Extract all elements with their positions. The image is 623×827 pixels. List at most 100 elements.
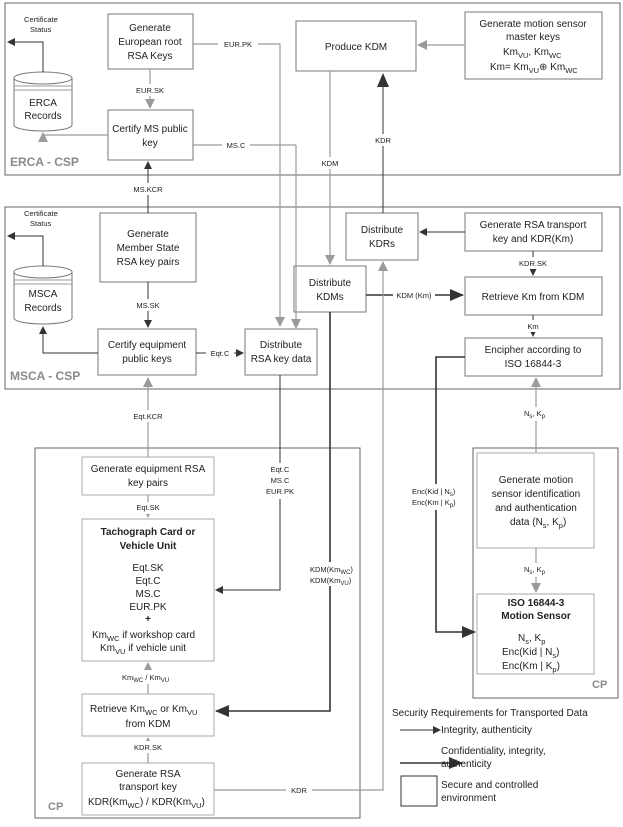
svg-text:ISO 16844-3: ISO 16844-3	[505, 359, 562, 370]
msca-records-database: MSCA Records	[13, 265, 73, 325]
distribute-kdrs-box: Distribute KDRs	[345, 212, 419, 261]
svg-text:Eqt.SK: Eqt.SK	[132, 563, 163, 574]
eur-pk-arrow	[193, 43, 285, 327]
encipher-iso-box: Encipher according to ISO 16844-3	[464, 337, 603, 377]
legend-secure-2: environment	[441, 793, 496, 804]
svg-text:Generate RSA: Generate RSA	[115, 769, 180, 780]
svg-text:Ns, Kp: Ns, Kp	[524, 565, 546, 576]
kdr-sk-2-label: KDR.SK	[134, 743, 162, 752]
legend-title: Security Requirements for Transported Da…	[392, 708, 588, 719]
generate-rsa-transport-key-box: Generate RSA transport key KDR(KmWC) / K…	[81, 762, 215, 816]
svg-text:KDM(KmWC): KDM(KmWC)	[310, 565, 353, 576]
rsa-data-label-1: Eqt.C	[271, 465, 290, 474]
eqt-sk-label: Eqt.SK	[136, 503, 159, 512]
svg-text:Certify MS public: Certify MS public	[112, 124, 188, 135]
svg-text:master keys: master keys	[506, 32, 560, 43]
svg-text:Eqt.C: Eqt.C	[135, 576, 160, 587]
svg-text:Retrieve Km from KDM: Retrieve Km from KDM	[482, 292, 585, 303]
svg-text:Enc(Km | Kp): Enc(Km | Kp)	[412, 498, 456, 509]
cp-card-label: CP	[48, 801, 63, 813]
kdr-label: KDR	[375, 136, 391, 145]
svg-text:Generate motion: Generate motion	[499, 475, 574, 486]
cert-status-label-2a: Certificate	[24, 209, 58, 218]
svg-text:KmVU, KmWC: KmVU, KmWC	[503, 47, 562, 60]
generate-member-state-rsa-box: Generate Member State RSA key pairs	[99, 212, 197, 283]
svg-text:transport key: transport key	[119, 782, 177, 793]
cert-status-label-1b: Status	[30, 25, 52, 34]
svg-text:RSA Keys: RSA Keys	[127, 51, 172, 62]
cert-status-label-2b: Status	[30, 219, 52, 228]
svg-text:key and KDR(Km): key and KDR(Km)	[493, 234, 574, 245]
svg-text:KDR(KmWC) / KDR(KmVU): KDR(KmWC) / KDR(KmVU)	[88, 797, 205, 810]
svg-text:European root: European root	[118, 37, 182, 48]
kdr-bottom-label: KDR	[291, 786, 307, 795]
eqt-c-label: Eqt.C	[211, 349, 230, 358]
erca-records-label-1: ERCA	[29, 98, 57, 109]
svg-text:KmWC / KmVU: KmWC / KmVU	[122, 673, 169, 684]
svg-text:Encipher according to: Encipher according to	[485, 345, 582, 356]
svg-text:Tachograph Card or: Tachograph Card or	[101, 527, 196, 538]
svg-text:Distribute: Distribute	[361, 225, 404, 236]
svg-text:KmVU if vehicle unit: KmVU if vehicle unit	[100, 643, 186, 656]
svg-text:Enc(Kid | Ns): Enc(Kid | Ns)	[412, 487, 456, 498]
svg-text:Generate equipment RSA: Generate equipment RSA	[91, 464, 206, 475]
svg-text:Vehicle Unit: Vehicle Unit	[120, 541, 177, 552]
cp-sensor-zone	[472, 447, 619, 699]
svg-text:KDM(KmVU): KDM(KmVU)	[310, 576, 352, 587]
kdm-km-label: KDM (Km)	[397, 291, 432, 300]
svg-text:key: key	[142, 138, 158, 149]
svg-text:Produce KDM: Produce KDM	[325, 42, 387, 53]
svg-text:Motion Sensor: Motion Sensor	[501, 611, 571, 622]
svg-text:Generate RSA transport: Generate RSA transport	[480, 220, 587, 231]
erca-csp-zone	[4, 2, 621, 176]
msca-csp-zone	[4, 206, 621, 390]
svg-text:data (Ns, Kp): data (Ns, Kp)	[510, 517, 566, 530]
msca-records-label-2: Records	[24, 303, 61, 314]
kdm-kmwc-arrow	[215, 312, 331, 717]
cp-sensor-label: CP	[592, 679, 607, 691]
eqt-kcr-label: Eqt.KCR	[133, 412, 163, 421]
generate-rsa-transport-kdr-box: Generate RSA transport key and KDR(Km)	[464, 212, 603, 252]
rsa-data-to-tacho-arrow	[215, 375, 281, 594]
generate-motion-sensor-id-box: Generate motion sensor identification an…	[476, 452, 595, 549]
svg-text:public keys: public keys	[122, 354, 171, 365]
erca-records-label-2: Records	[24, 111, 61, 122]
erca-cert-status-arrow	[7, 38, 44, 72]
retrieve-km-from-kdm-box: Retrieve Km from KDM	[464, 276, 603, 316]
ms-kcr-label: MS.KCR	[133, 185, 163, 194]
distribute-rsa-key-data-box: Distribute RSA key data	[244, 328, 318, 376]
km-label: Km	[527, 322, 538, 331]
distribute-kdms-box: Distribute KDMs	[293, 265, 367, 313]
svg-text:Enc(Km | Kp): Enc(Km | Kp)	[502, 661, 560, 674]
svg-text:Distribute: Distribute	[309, 278, 352, 289]
svg-text:Retrieve KmWC or KmVU: Retrieve KmWC or KmVU	[90, 704, 197, 717]
cert-status-label-1a: Certificate	[24, 15, 58, 24]
svg-text:Generate motion sensor: Generate motion sensor	[479, 19, 587, 30]
retrieve-kmwc-kmvu-box: Retrieve KmWC or KmVU from KDM	[81, 693, 215, 737]
svg-text:ISO 16844-3: ISO 16844-3	[508, 598, 565, 609]
produce-kdm-box: Produce KDM	[295, 20, 417, 72]
svg-text:Distribute: Distribute	[260, 340, 303, 351]
rsa-data-label-2: MS.C	[271, 476, 290, 485]
svg-text:Generate: Generate	[127, 229, 169, 240]
svg-text:+: +	[145, 614, 151, 625]
kdr-bottom-arrow	[214, 261, 388, 791]
rsa-data-label-3: EUR.PK	[266, 487, 294, 496]
eur-sk-label: EUR.SK	[136, 86, 164, 95]
kdr-sk-label: KDR.SK	[519, 259, 547, 268]
svg-text:KDRs: KDRs	[369, 239, 395, 250]
svg-text:KDMs: KDMs	[316, 292, 343, 303]
legend-confidentiality-1: Confidentiality, integrity,	[441, 746, 546, 757]
certify-ms-to-erca-arrow	[38, 132, 108, 142]
svg-text:and authentication: and authentication	[495, 503, 577, 514]
svg-text:RSA key data: RSA key data	[251, 354, 312, 365]
svg-text:Member State: Member State	[117, 243, 180, 254]
svg-text:KmWC if workshop card: KmWC if workshop card	[92, 630, 195, 643]
ms-sk-label: MS.SK	[136, 301, 159, 310]
tachograph-card-vehicle-unit-box: Tachograph Card or Vehicle Unit Eqt.SK E…	[81, 518, 215, 662]
svg-text:Generate: Generate	[129, 23, 171, 34]
legend: Security Requirements for Transported Da…	[392, 708, 588, 807]
legend-secure-1: Secure and controlled	[441, 780, 538, 791]
legend-integrity: Integrity, authenticity	[441, 725, 532, 736]
